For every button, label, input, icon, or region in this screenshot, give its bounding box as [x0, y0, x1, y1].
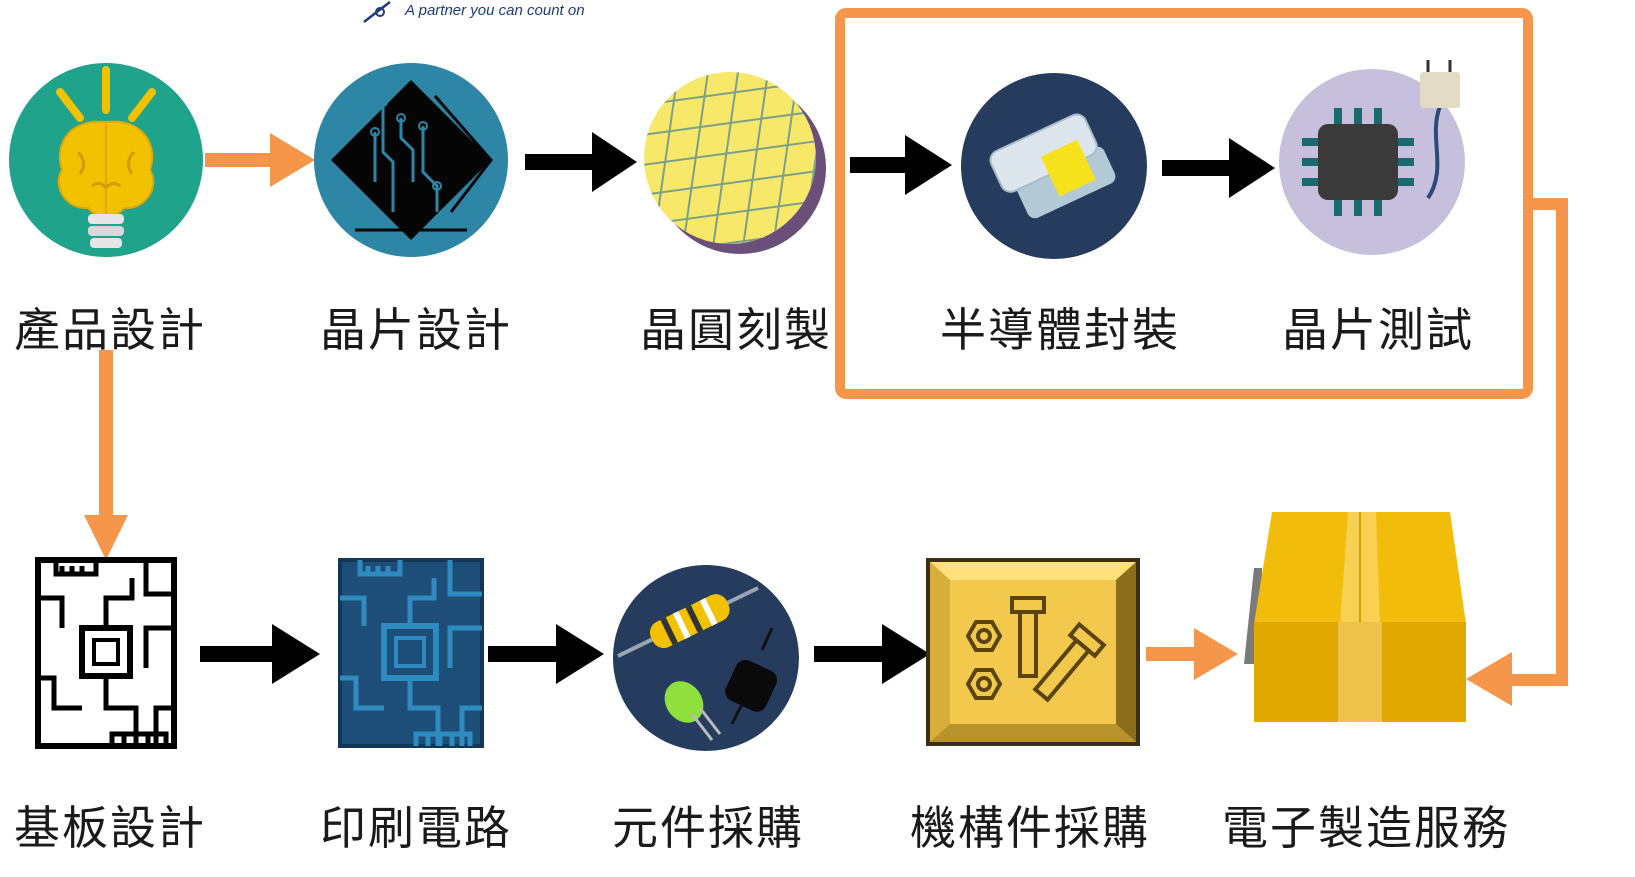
- arrow-testing-to-ems: [1466, 198, 1568, 706]
- circuit-board-outline-icon: [35, 557, 177, 749]
- arrow-pcb-to-components: [488, 624, 604, 684]
- brain-lightbulb-icon: [9, 63, 203, 257]
- tested-chip-icon: [1279, 60, 1465, 255]
- arrow-product-to-substrate: [84, 350, 128, 560]
- label-chip-design: 晶片設計: [320, 303, 512, 357]
- label-mechanical-procurement: 機構件採購: [910, 801, 1150, 855]
- label-semiconductor-packaging: 半導體封裝: [940, 303, 1180, 357]
- label-ems: 電子製造服務: [1222, 801, 1510, 855]
- arrow-chip-to-wafer: [525, 132, 637, 192]
- electronic-components-icon: [613, 565, 799, 751]
- chip-circuit-icon: [314, 63, 508, 257]
- arrow-product-to-chip: [205, 133, 315, 187]
- shipping-box-icon: [1244, 512, 1466, 722]
- wafer-icon: [644, 72, 826, 254]
- label-wafer-fab: 晶圓刻製: [640, 303, 832, 357]
- bolts-nuts-icon: [926, 558, 1140, 746]
- arrow-package-to-testing: [1162, 138, 1275, 198]
- arrow-mechanical-to-ems: [1146, 628, 1238, 680]
- label-pcb: 印刷電路: [320, 801, 512, 855]
- label-chip-testing: 晶片測試: [1282, 303, 1474, 357]
- pcb-icon: [338, 558, 484, 748]
- label-component-procurement: 元件採購: [612, 801, 804, 855]
- label-substrate-design: 基板設計: [14, 801, 206, 855]
- arrow-components-to-mechanical: [814, 624, 930, 684]
- package-icon: [961, 73, 1147, 259]
- arrow-wafer-to-package: [850, 135, 952, 195]
- label-product-design: 產品設計: [14, 303, 206, 357]
- logo-swoosh-icon: [363, 1, 391, 23]
- tagline: A partner you can count on: [405, 2, 585, 19]
- arrow-substrate-to-pcb: [200, 624, 320, 684]
